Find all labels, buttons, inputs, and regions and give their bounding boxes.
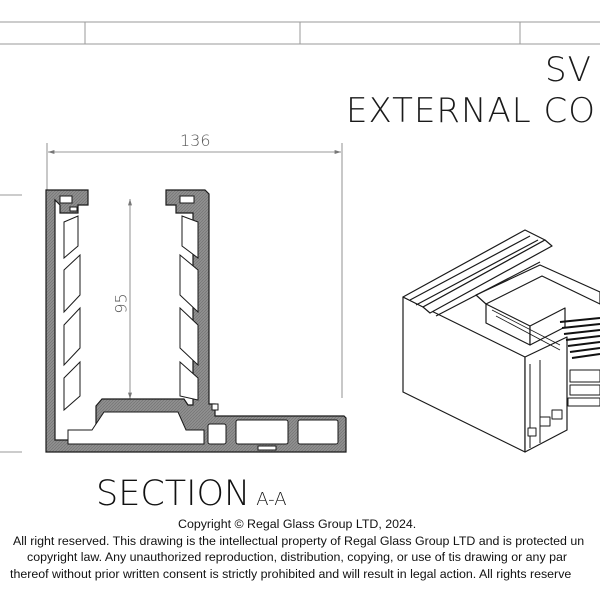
isometric-corner-view (402, 229, 600, 453)
copyright-line: Copyright © Regal Glass Group LTD, 2024. (178, 517, 417, 531)
section-label-word: SECTION (96, 474, 251, 514)
copyright-notice: Copyright © Regal Glass Group LTD, 2024.… (0, 516, 600, 582)
reference-lines (0, 194, 22, 453)
section-label-suffix: A-A (256, 489, 287, 510)
title-block-frame (0, 21, 600, 45)
copyright-line: thereof without prior written consent is… (10, 566, 572, 581)
dimension-width-label: 136 (180, 131, 211, 150)
dimension-height-label: 95 (111, 293, 131, 314)
section-profile (45, 189, 347, 453)
drawing-title-line-1: SV (545, 50, 592, 90)
copyright-line: copyright law. Any unauthorized reproduc… (27, 550, 567, 564)
drawing-title-line-2: EXTERNAL COR (346, 91, 600, 131)
dimension-width (46, 143, 343, 398)
copyright-line: All right reserved. This drawing is the … (13, 533, 585, 548)
